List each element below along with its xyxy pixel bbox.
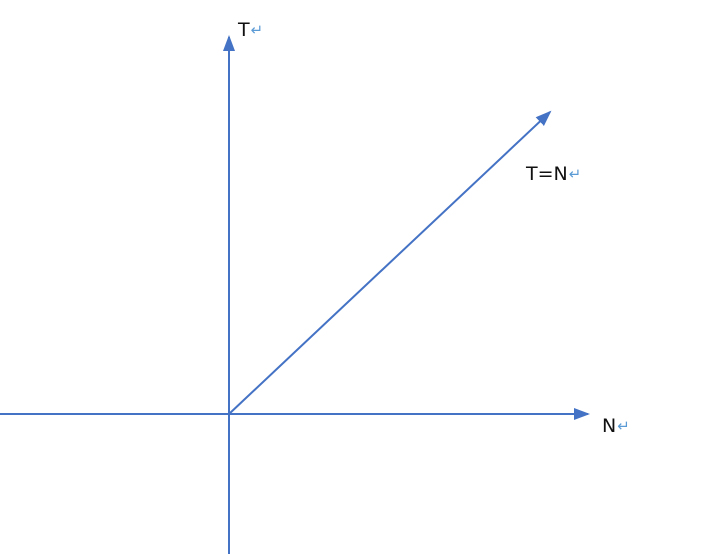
n-axis-label-text: N [602,415,617,437]
paragraph-mark-icon: ↵ [250,21,264,39]
t-axis-label: T↵ [238,21,263,40]
t-axis-label-text: T [238,19,250,41]
diagonal-label: T=N↵ [526,165,581,184]
paragraph-mark-icon: ↵ [617,417,630,435]
t-equals-n-arrow [228,110,552,415]
n-axis-label: N↵ [602,417,630,436]
diagonal-label-text: T=N [526,163,568,185]
paragraph-mark-icon: ↵ [568,165,582,183]
